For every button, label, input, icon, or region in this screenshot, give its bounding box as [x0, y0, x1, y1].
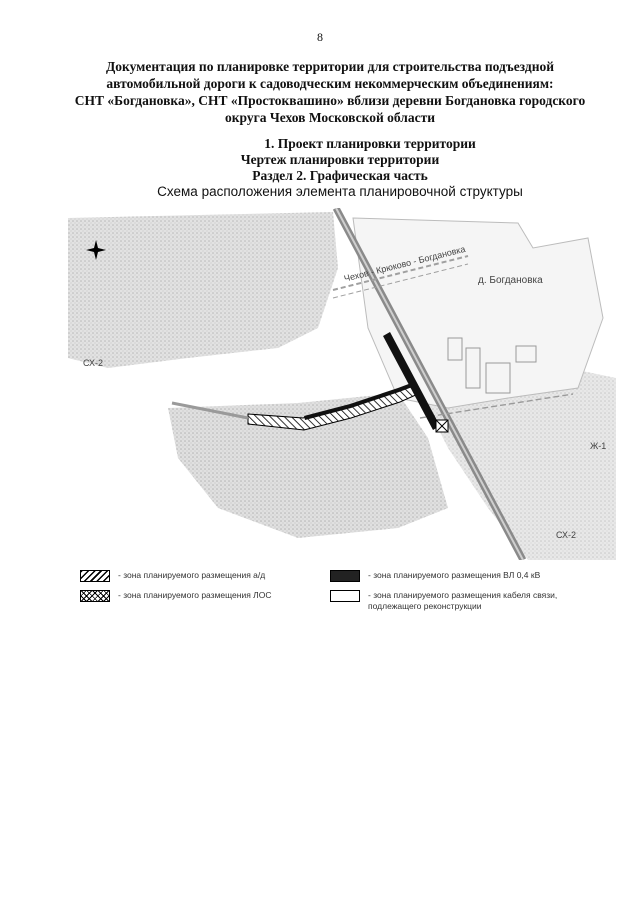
- zone-label-sh2: СХ-2: [556, 530, 576, 540]
- planned-vl-zone: [304, 382, 415, 420]
- building: [447, 337, 463, 361]
- hatched-swatch-icon: [80, 570, 110, 582]
- map-drawing: [68, 208, 616, 560]
- title-line: СНТ «Богдановка», СНТ «Простоквашино» вб…: [74, 93, 586, 108]
- solid-black-swatch-icon: [330, 570, 360, 582]
- legend-item-vl: - зона планируемого размещения ВЛ 0,4 кВ: [330, 570, 540, 582]
- vegetation-area: [68, 212, 338, 368]
- building: [465, 347, 481, 389]
- zone-label-zh1: Ж-1: [590, 441, 607, 451]
- side-road: [419, 393, 574, 419]
- legend-text: - зона планируемого размещения а/д: [118, 570, 266, 580]
- compass-star-icon: [86, 240, 106, 260]
- building: [485, 362, 511, 394]
- main-road-edge: [335, 208, 524, 560]
- vegetation-area: [168, 393, 448, 538]
- cross-hatched-swatch-icon: [80, 590, 110, 602]
- legend-text-line: - зона планируемого размещения кабеля св…: [368, 590, 558, 600]
- legend-text: - зона планируемого размещения ЛОС: [118, 590, 272, 600]
- building: [515, 345, 537, 363]
- track: [171, 401, 249, 420]
- planned-los-zone-hatch: [435, 419, 449, 433]
- legend-item-los: - зона планируемого размещения ЛОС: [80, 590, 272, 602]
- title-line: округа Чехов Московской области: [225, 110, 435, 125]
- section-line-2: Чертеж планировки территории: [240, 152, 440, 167]
- title-line: автомобильной дороги к садоводческим нек…: [106, 76, 554, 91]
- section-heading: 1. Проект планировки территории Чертеж п…: [0, 136, 640, 200]
- page-number: 8: [317, 30, 323, 44]
- legend-text: - зона планируемого размещения ВЛ 0,4 кВ: [368, 570, 541, 580]
- section-line-1: 1. Проект планировки территории: [264, 136, 476, 151]
- side-road: [332, 263, 469, 299]
- legend-text: - зона планируемого размещения кабеля св…: [368, 590, 557, 612]
- section-line-3: Раздел 2. Графическая часть: [252, 168, 428, 183]
- planning-scheme-map: Чехов - Крюково - Богдановка д. Богданов…: [68, 208, 616, 560]
- white-box-swatch-icon: [330, 590, 360, 602]
- side-road: [332, 255, 469, 291]
- map-legend: - зона планируемого размещения а/д - зон…: [0, 568, 640, 628]
- title-line: Документация по планировке территории дл…: [105, 59, 555, 74]
- planned-vl-zone: [383, 332, 440, 430]
- legend-item-road: - зона планируемого размещения а/д: [80, 570, 265, 582]
- village-label: д. Богдановка: [478, 275, 543, 286]
- zone-label-sh2: СХ-2: [83, 358, 103, 368]
- section-line-4: Схема расположения элемента планировочно…: [157, 184, 523, 199]
- document-title: Документация по планировке территории дл…: [60, 58, 600, 126]
- legend-text-line: подлежащего реконструкции: [368, 601, 482, 611]
- legend-item-cable: - зона планируемого размещения кабеля св…: [330, 590, 557, 612]
- vegetation-area: [408, 358, 616, 560]
